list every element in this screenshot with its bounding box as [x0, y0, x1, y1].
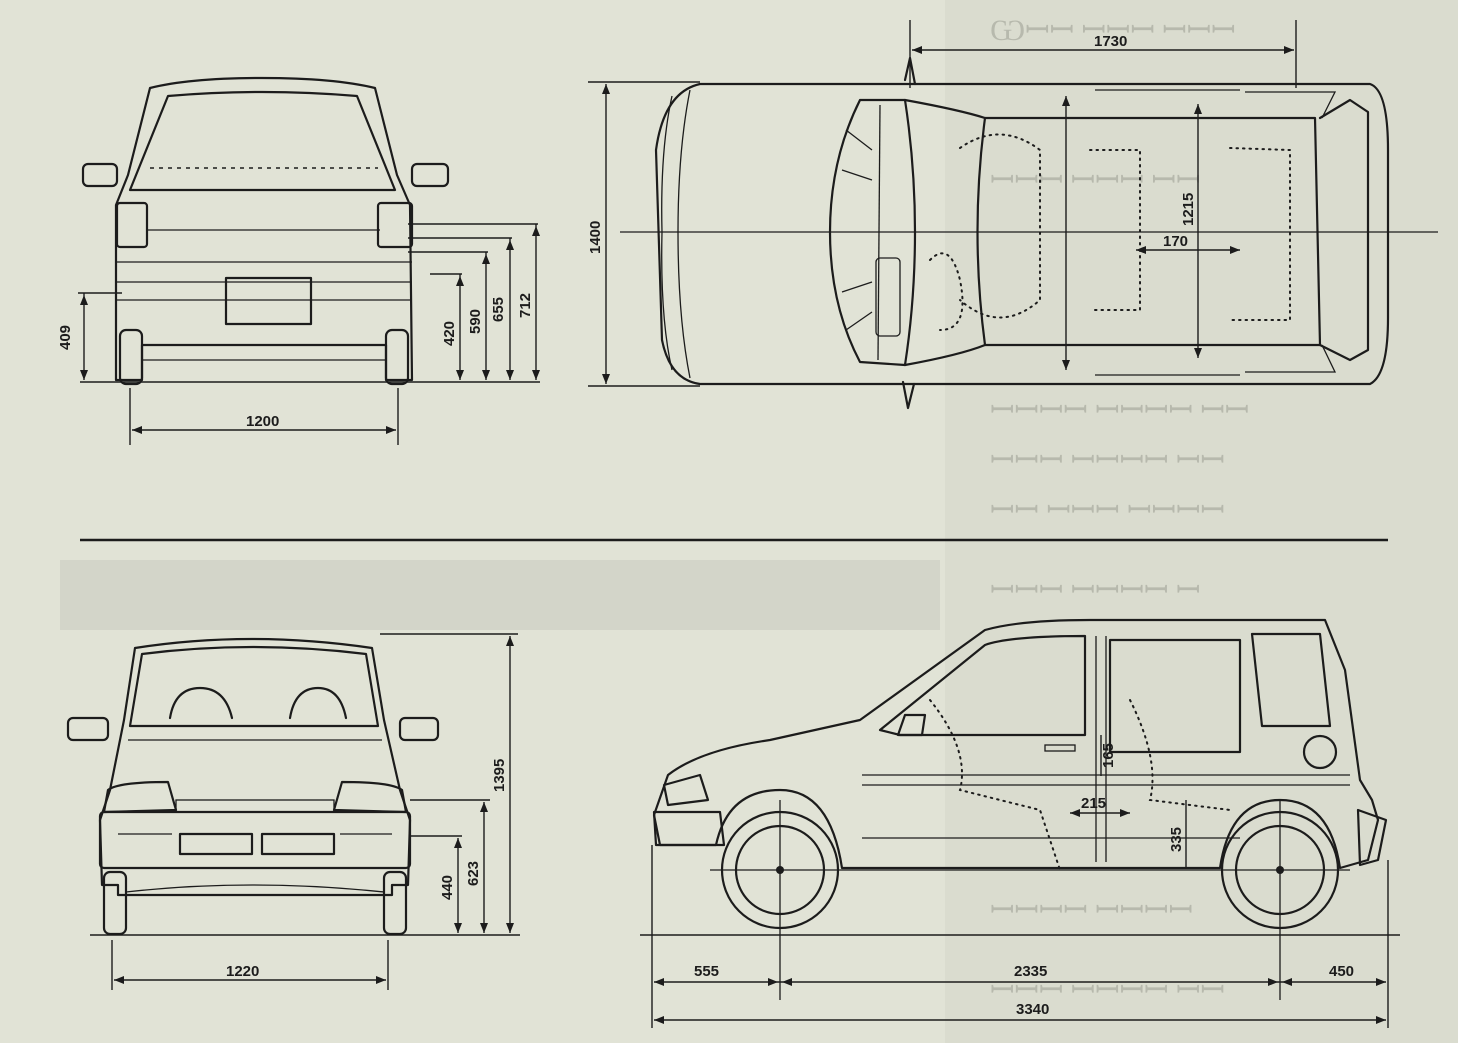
dim-front-409: 409	[57, 325, 74, 350]
dim-side-front-overhang: 555	[694, 963, 719, 980]
dim-front-420: 420	[441, 321, 458, 346]
dimension-labels: 1200 409 420 590 655 712 1730 1400 1215 …	[57, 33, 1354, 1018]
background-bleed: Ѡꟷꟷ ꟷꟷꟷ ꟷꟷꟷ ꟷꟷꟷ ꟷꟷꟷ ꟷꟷ ꟷꟷꟷꟷ ꟷꟷꟷꟷ ꟷꟷ ꟷꟷꟷ …	[60, 0, 1458, 1043]
rear-view	[66, 633, 520, 990]
side-view	[640, 618, 1400, 1028]
svg-text:Ѡꟷꟷ ꟷꟷꟷ ꟷꟷꟷ: Ѡꟷꟷ ꟷꟷꟷ ꟷꟷꟷ	[990, 14, 1236, 47]
dim-side-length: 3340	[1016, 1001, 1049, 1018]
dim-side-165: 165	[1100, 743, 1117, 768]
dim-side-335: 335	[1168, 827, 1185, 852]
svg-text:ꟷꟷꟷꟷ ꟷꟷꟷꟷ: ꟷꟷꟷꟷ ꟷꟷꟷꟷ	[990, 894, 1193, 927]
svg-text:ꟷꟷꟷ ꟷꟷꟷꟷ ꟷ: ꟷꟷꟷ ꟷꟷꟷꟷ ꟷ	[990, 574, 1200, 607]
svg-text:ꟷꟷꟷ ꟷꟷꟷ ꟷꟷ: ꟷꟷꟷ ꟷꟷꟷ ꟷꟷ	[990, 164, 1200, 197]
dim-top-width: 1730	[1094, 33, 1127, 50]
dim-rear-track: 1220	[226, 963, 259, 980]
dim-front-590: 590	[467, 309, 484, 334]
svg-text:ꟷꟷꟷ ꟷꟷꟷꟷ ꟷꟷ: ꟷꟷꟷ ꟷꟷꟷꟷ ꟷꟷ	[990, 974, 1225, 1007]
dim-side-215: 215	[1081, 795, 1106, 812]
svg-text:ꟷꟷꟷꟷ ꟷꟷꟷꟷ ꟷꟷ: ꟷꟷꟷꟷ ꟷꟷꟷꟷ ꟷꟷ	[990, 394, 1249, 427]
dim-front-track: 1200	[246, 413, 279, 430]
dim-top-height: 1400	[587, 221, 604, 254]
top-view	[588, 20, 1438, 410]
dim-front-655: 655	[490, 297, 507, 322]
svg-text:ꟷꟷꟷ ꟷꟷꟷꟷ ꟷꟷ: ꟷꟷꟷ ꟷꟷꟷꟷ ꟷꟷ	[990, 444, 1225, 477]
dim-rear-440: 440	[439, 875, 456, 900]
dim-front-712: 712	[517, 293, 534, 318]
dim-side-rear-overhang: 450	[1329, 963, 1354, 980]
dim-side-wheelbase: 2335	[1014, 963, 1047, 980]
svg-text:ꟷꟷ ꟷꟷꟷ ꟷꟷꟷꟷ: ꟷꟷ ꟷꟷꟷ ꟷꟷꟷꟷ	[990, 494, 1225, 527]
front-view	[78, 76, 540, 445]
dim-rear-1395: 1395	[491, 759, 508, 792]
dim-top-1215: 1215	[1180, 193, 1197, 226]
dim-rear-623: 623	[465, 861, 482, 886]
dim-top-170: 170	[1163, 233, 1188, 250]
